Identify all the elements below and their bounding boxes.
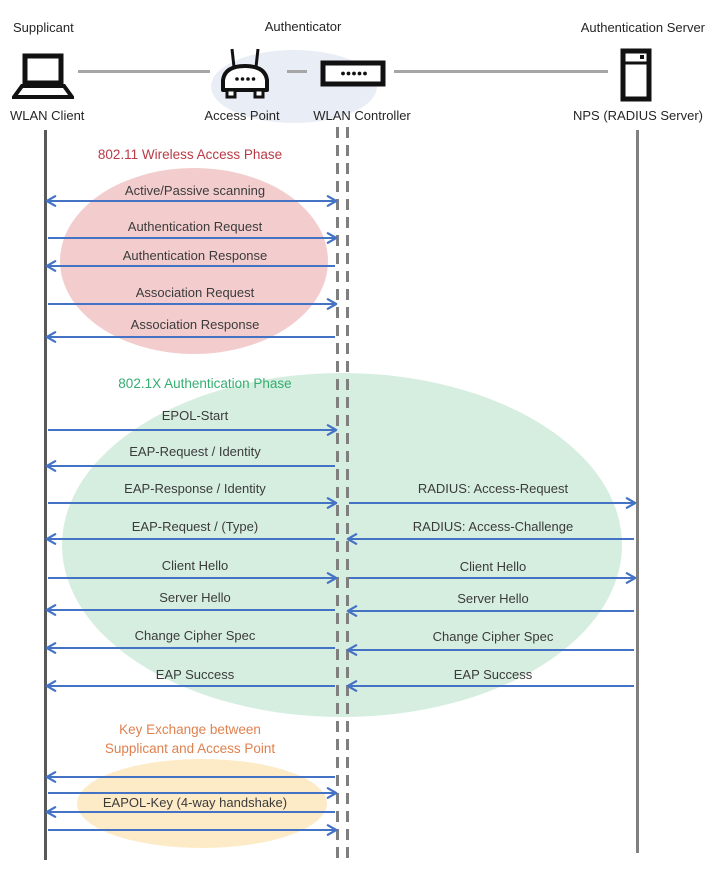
device-label-access-point: Access Point bbox=[204, 108, 280, 123]
message-label-eap-request-type: EAP-Request / (Type) bbox=[131, 519, 259, 534]
server-icon bbox=[620, 48, 652, 102]
message-label-association-response: Association Response bbox=[130, 317, 260, 332]
message-label-authentication-response: Authentication Response bbox=[122, 248, 268, 263]
message-label-client-hello-right: Client Hello bbox=[459, 559, 527, 574]
connector-controller-server bbox=[394, 70, 608, 73]
message-label-radius-access-request: RADIUS: Access-Request bbox=[417, 481, 569, 496]
access-point-icon bbox=[221, 48, 269, 99]
message-label-server-hello-left: Server Hello bbox=[159, 590, 231, 605]
message-label-active-passive-scanning: Active/Passive scanning bbox=[124, 183, 266, 198]
wlan-controller-icon bbox=[320, 60, 386, 87]
laptop-icon bbox=[12, 53, 74, 99]
message-label-association-request: Association Request bbox=[135, 285, 255, 300]
message-label-client-hello-left: Client Hello bbox=[161, 558, 229, 573]
role-label-supplicant: Supplicant bbox=[13, 20, 74, 35]
message-label-eap-request-identity: EAP-Request / Identity bbox=[129, 444, 261, 459]
key-exchange-ellipse bbox=[77, 759, 327, 848]
message-label-eapol-key: EAPOL-Key (4-way handshake) bbox=[102, 795, 288, 810]
phase-title-80211: 802.11 Wireless Access Phase bbox=[97, 147, 283, 162]
message-label-change-cipher-spec-right: Change Cipher Spec bbox=[432, 629, 554, 644]
device-label-wlan-client: WLAN Client bbox=[10, 108, 85, 123]
phase-title-8021x: 802.1X Authentication Phase bbox=[118, 376, 292, 391]
role-label-authenticator: Authenticator bbox=[264, 19, 342, 34]
message-label-epol-start: EPOL-Start bbox=[161, 408, 229, 423]
lifeline-wlan-client bbox=[44, 130, 47, 860]
message-label-change-cipher-spec-left: Change Cipher Spec bbox=[134, 628, 256, 643]
message-label-eap-response-identity: EAP-Response / Identity bbox=[124, 481, 266, 496]
device-label-wlan-controller: WLAN Controller bbox=[313, 108, 411, 123]
message-label-radius-access-challenge: RADIUS: Access-Challenge bbox=[412, 519, 574, 534]
message-label-authentication-request: Authentication Request bbox=[127, 219, 263, 234]
device-label-nps-server: NPS (RADIUS Server) bbox=[572, 108, 704, 123]
message-label-server-hello-right: Server Hello bbox=[457, 591, 529, 606]
lifeline-controller-right bbox=[346, 127, 349, 860]
connector-ap-controller bbox=[287, 70, 307, 73]
lifeline-controller-left bbox=[336, 127, 339, 860]
connector-client-ap bbox=[78, 70, 210, 73]
message-label-eap-success-left: EAP Success bbox=[155, 667, 235, 682]
lifeline-radius-server bbox=[636, 130, 639, 853]
role-label-authentication-server: Authentication Server bbox=[580, 20, 705, 35]
phase-title-key-exchange-line2: Supplicant and Access Point bbox=[104, 741, 276, 756]
phase-title-key-exchange-line1: Key Exchange between bbox=[119, 722, 261, 737]
message-label-eap-success-right: EAP Success bbox=[453, 667, 533, 682]
